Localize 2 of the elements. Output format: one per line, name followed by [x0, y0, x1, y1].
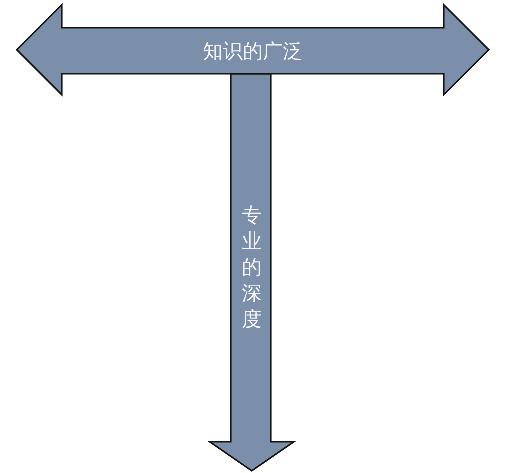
arrow-label: 专业的深度: [242, 202, 262, 332]
arrow-label: 知识的广泛: [203, 41, 303, 61]
